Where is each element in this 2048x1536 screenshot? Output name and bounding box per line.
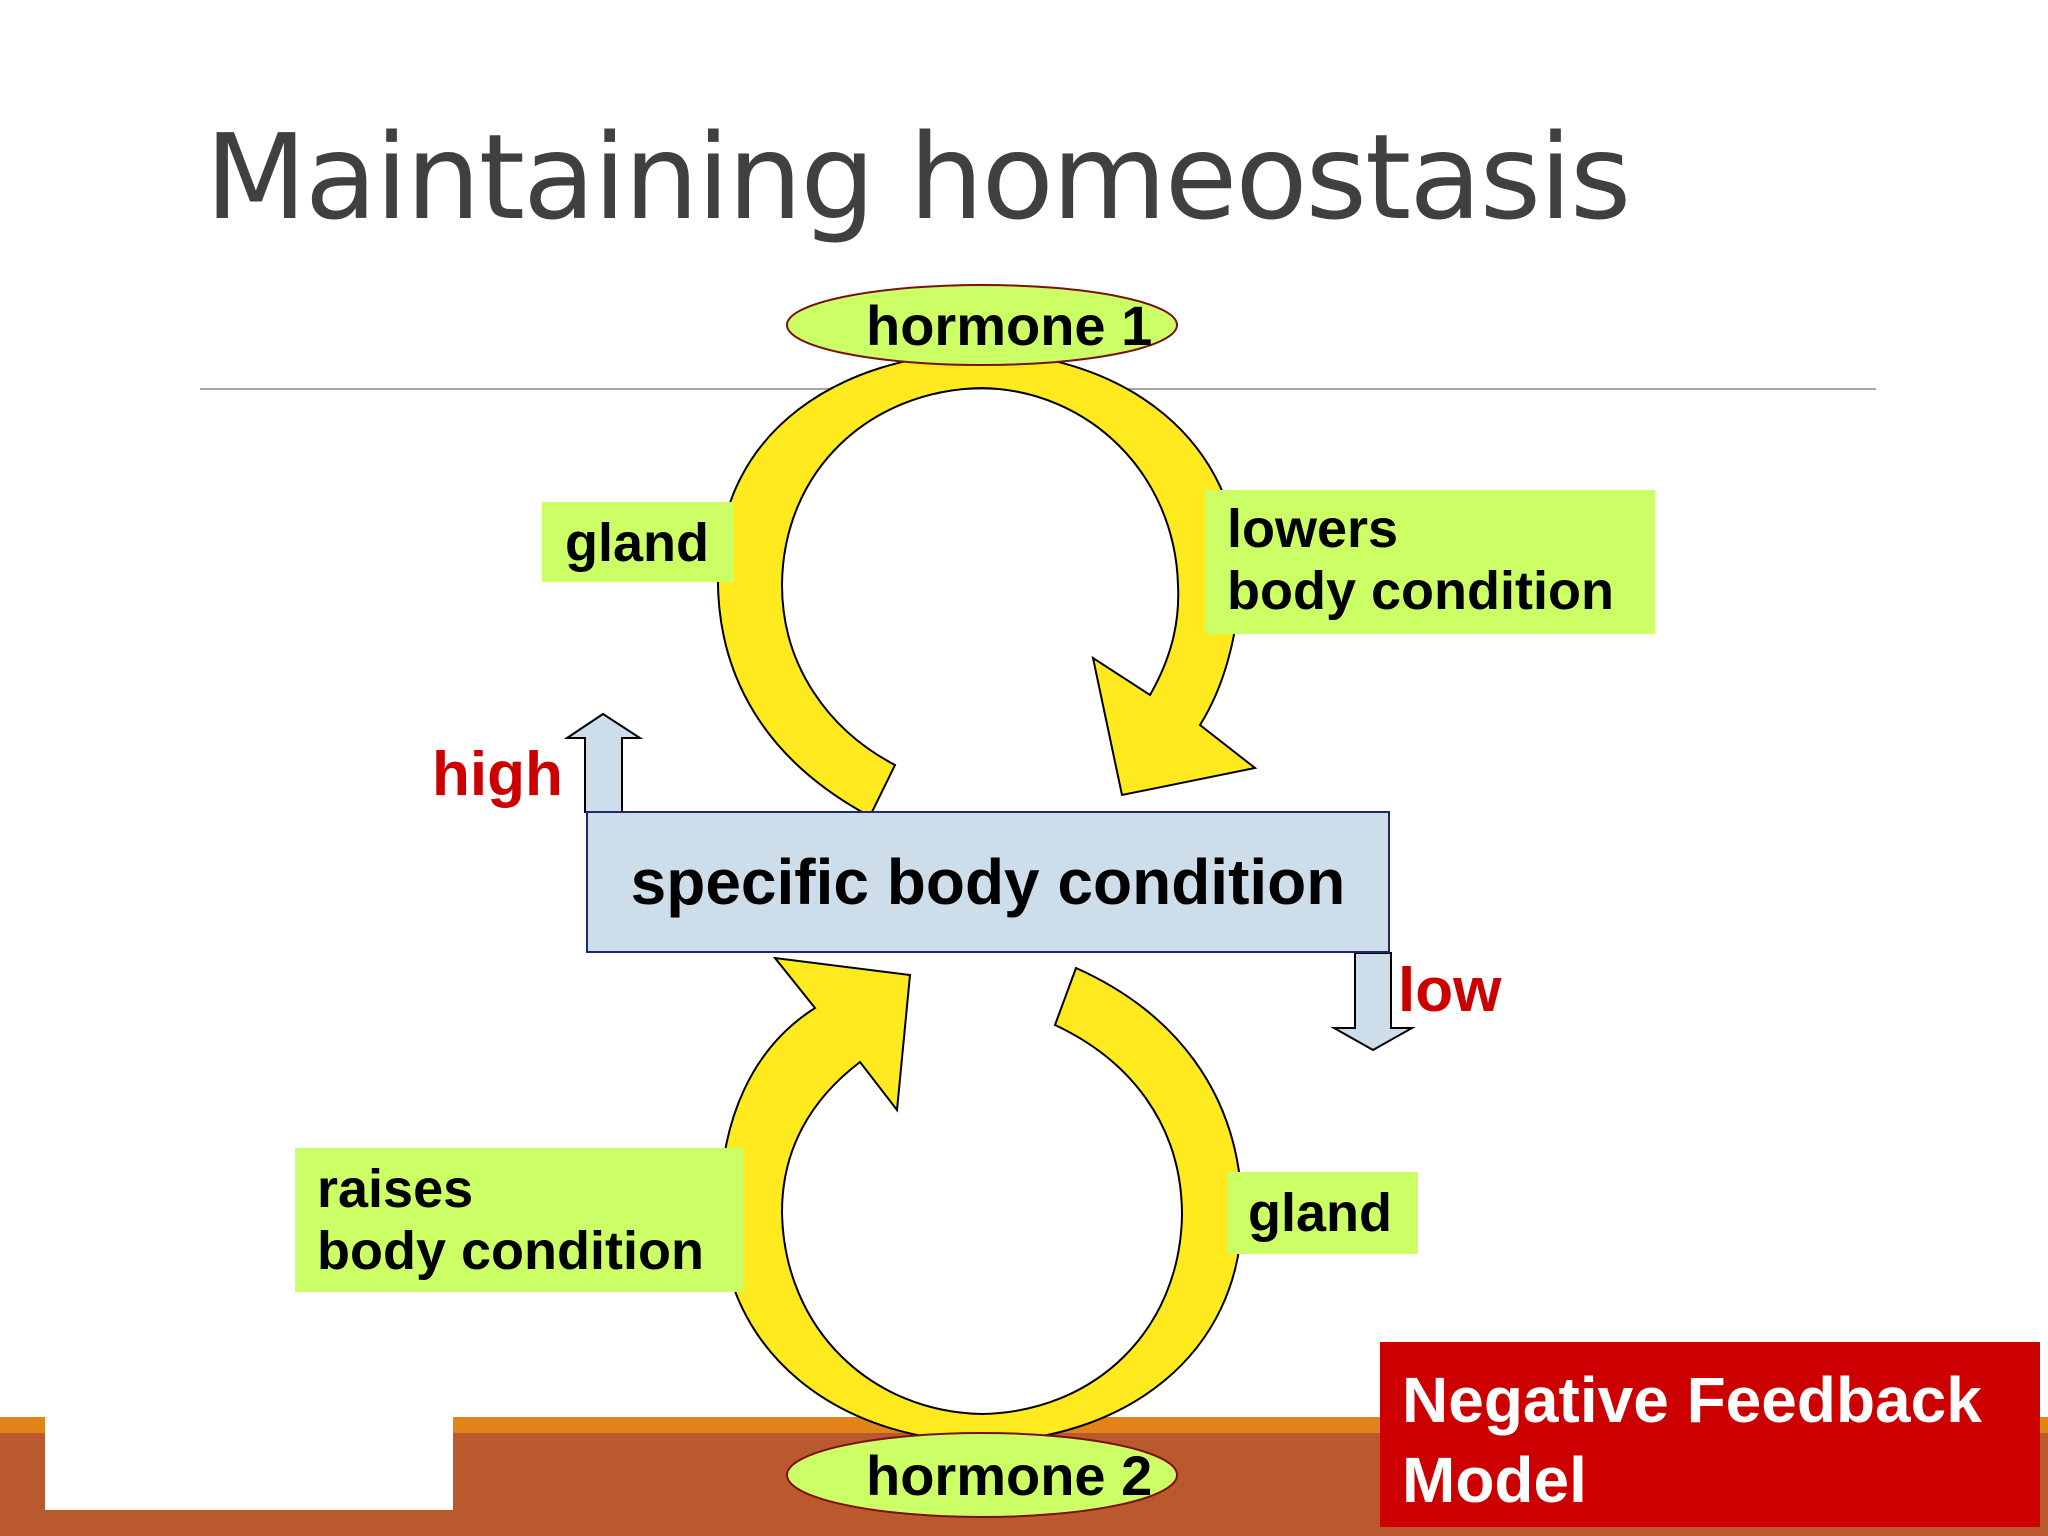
bottom-gland-text: gland: [1248, 1183, 1392, 1243]
hormone-1-ellipse: [786, 284, 1178, 366]
lowers-body-condition-label: lowers body condition: [1205, 490, 1655, 634]
specific-body-condition-box: specific body condition: [586, 811, 1390, 953]
high-label: high: [432, 740, 563, 809]
raises-body-condition-text: body condition: [317, 1221, 704, 1281]
top-gland-text: gland: [565, 513, 709, 573]
hormone-1-label: hormone 1: [866, 294, 1153, 357]
lowers-body-condition-text: body condition: [1227, 561, 1614, 621]
hormone-2-ellipse: [786, 1432, 1178, 1518]
negative-feedback-badge: Negative Feedback Model: [1380, 1342, 2040, 1527]
top-loop-arrow-icon: [716, 350, 1258, 813]
lowers-text: lowers: [1227, 499, 1399, 559]
top-gland-label: gland: [542, 502, 734, 582]
badge-line-1: Negative Feedback: [1402, 1364, 1982, 1436]
hormone-2-label: hormone 2: [866, 1444, 1153, 1507]
low-arrow-down-icon: [1330, 952, 1416, 1052]
slide-title: Maintaining homeostasis: [205, 108, 1631, 246]
footer-white-block: [45, 1417, 453, 1510]
badge-line-2: Model: [1402, 1444, 1587, 1516]
low-label: low: [1398, 956, 1502, 1025]
bottom-gland-label: gland: [1228, 1172, 1418, 1254]
raises-body-condition-label: raises body condition: [295, 1148, 743, 1292]
bottom-loop-arrow-icon: [718, 956, 1244, 1444]
raises-text: raises: [317, 1159, 474, 1219]
specific-body-condition-text: specific body condition: [630, 846, 1346, 918]
high-arrow-up-icon: [563, 712, 644, 813]
